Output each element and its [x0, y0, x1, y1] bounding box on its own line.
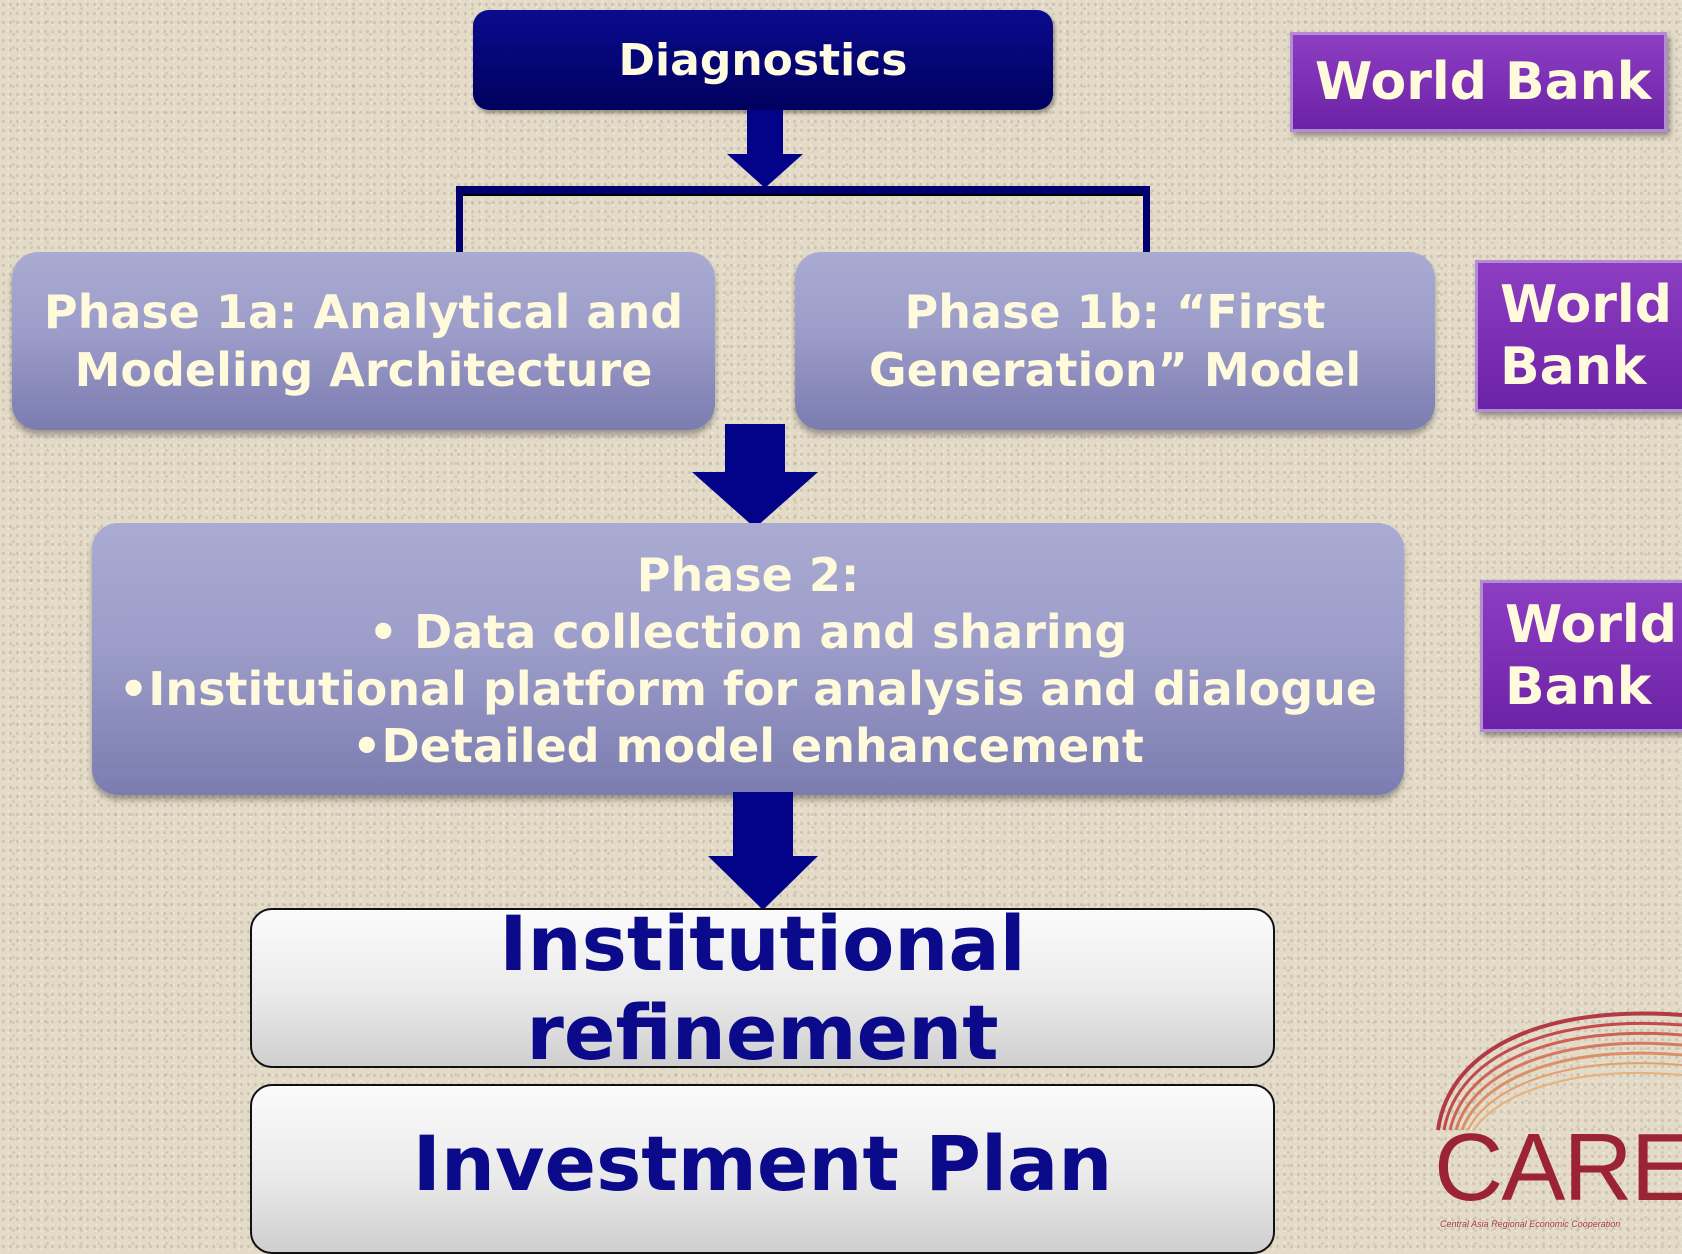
phase-2-item: • Data collection and sharing — [368, 605, 1128, 659]
world-bank-text: Bank — [1505, 657, 1652, 717]
carec-logo-subtitle: Central Asia Regional Economic Cooperati… — [1440, 1219, 1621, 1229]
diagnostics-label: Diagnostics — [618, 34, 908, 86]
investment-plan-box: Investment Plan — [250, 1084, 1275, 1254]
phase-1b-box: Phase 1b: “First Generation” Model — [795, 252, 1435, 430]
bracket-right — [1143, 186, 1150, 256]
phase-2-title: Phase 2: — [636, 548, 860, 602]
investment-plan-label: Investment Plan — [412, 1118, 1113, 1208]
bracket-horizontal — [456, 186, 1150, 196]
phase-2-item: •Institutional platform for analysis and… — [118, 662, 1378, 716]
phase-2-box: Phase 2: • Data collection and sharing •… — [92, 523, 1404, 795]
world-bank-label-top: World Bank — [1290, 32, 1667, 132]
world-bank-label-middle: World Bank — [1475, 260, 1682, 412]
world-bank-label-bottom: World Bank — [1480, 580, 1682, 732]
phase-1a-box: Phase 1a: Analytical and Modeling Archit… — [12, 252, 715, 430]
phase-2-item: •Detailed model enhancement — [352, 719, 1144, 773]
arrow-phase2-down — [708, 792, 818, 910]
phase-1a-line1: Phase 1a: Analytical and — [43, 285, 684, 339]
world-bank-text: World — [1505, 595, 1677, 655]
institutional-refinement-box: Institutional refinement — [250, 899, 1275, 1077]
arrow-diagnostics-down — [727, 110, 803, 188]
phase-1a-line2: Modeling Architecture — [74, 343, 653, 397]
world-bank-text: Bank — [1500, 337, 1647, 397]
institutional-refinement-label: Institutional refinement — [499, 899, 1026, 1077]
carec-arc-icon — [1436, 1011, 1682, 1131]
diagnostics-box: Diagnostics — [473, 10, 1053, 110]
world-bank-text: World — [1500, 275, 1672, 335]
phase-1b-line2: Generation” Model — [868, 343, 1362, 397]
bracket-left — [456, 186, 463, 256]
arrow-phase1-down — [692, 424, 818, 528]
phase-1b-line1: Phase 1b: “First — [904, 285, 1326, 339]
world-bank-text: World Bank — [1315, 52, 1652, 112]
